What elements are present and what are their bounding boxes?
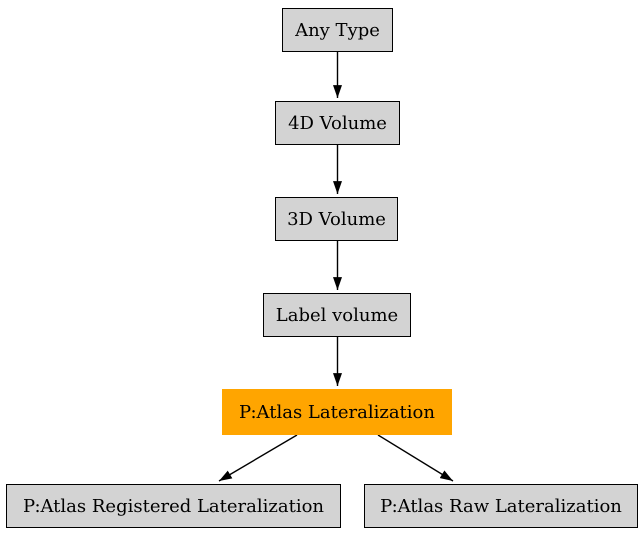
- node-atlas-registered-lateralization: P:Atlas Registered Lateralization: [6, 484, 341, 528]
- node-any-type: Any Type: [282, 8, 393, 52]
- node-atlas-raw-lateralization: P:Atlas Raw Lateralization: [364, 484, 638, 528]
- node-3d-volume: 3D Volume: [275, 197, 398, 241]
- edge-atlas-lateralization-to-registered: [218, 434, 298, 482]
- node-label-volume: Label volume: [263, 293, 411, 337]
- node-atlas-lateralization: P:Atlas Lateralization: [222, 389, 452, 435]
- edge-atlas-lateralization-to-raw: [377, 434, 454, 482]
- node-4d-volume: 4D Volume: [275, 101, 400, 145]
